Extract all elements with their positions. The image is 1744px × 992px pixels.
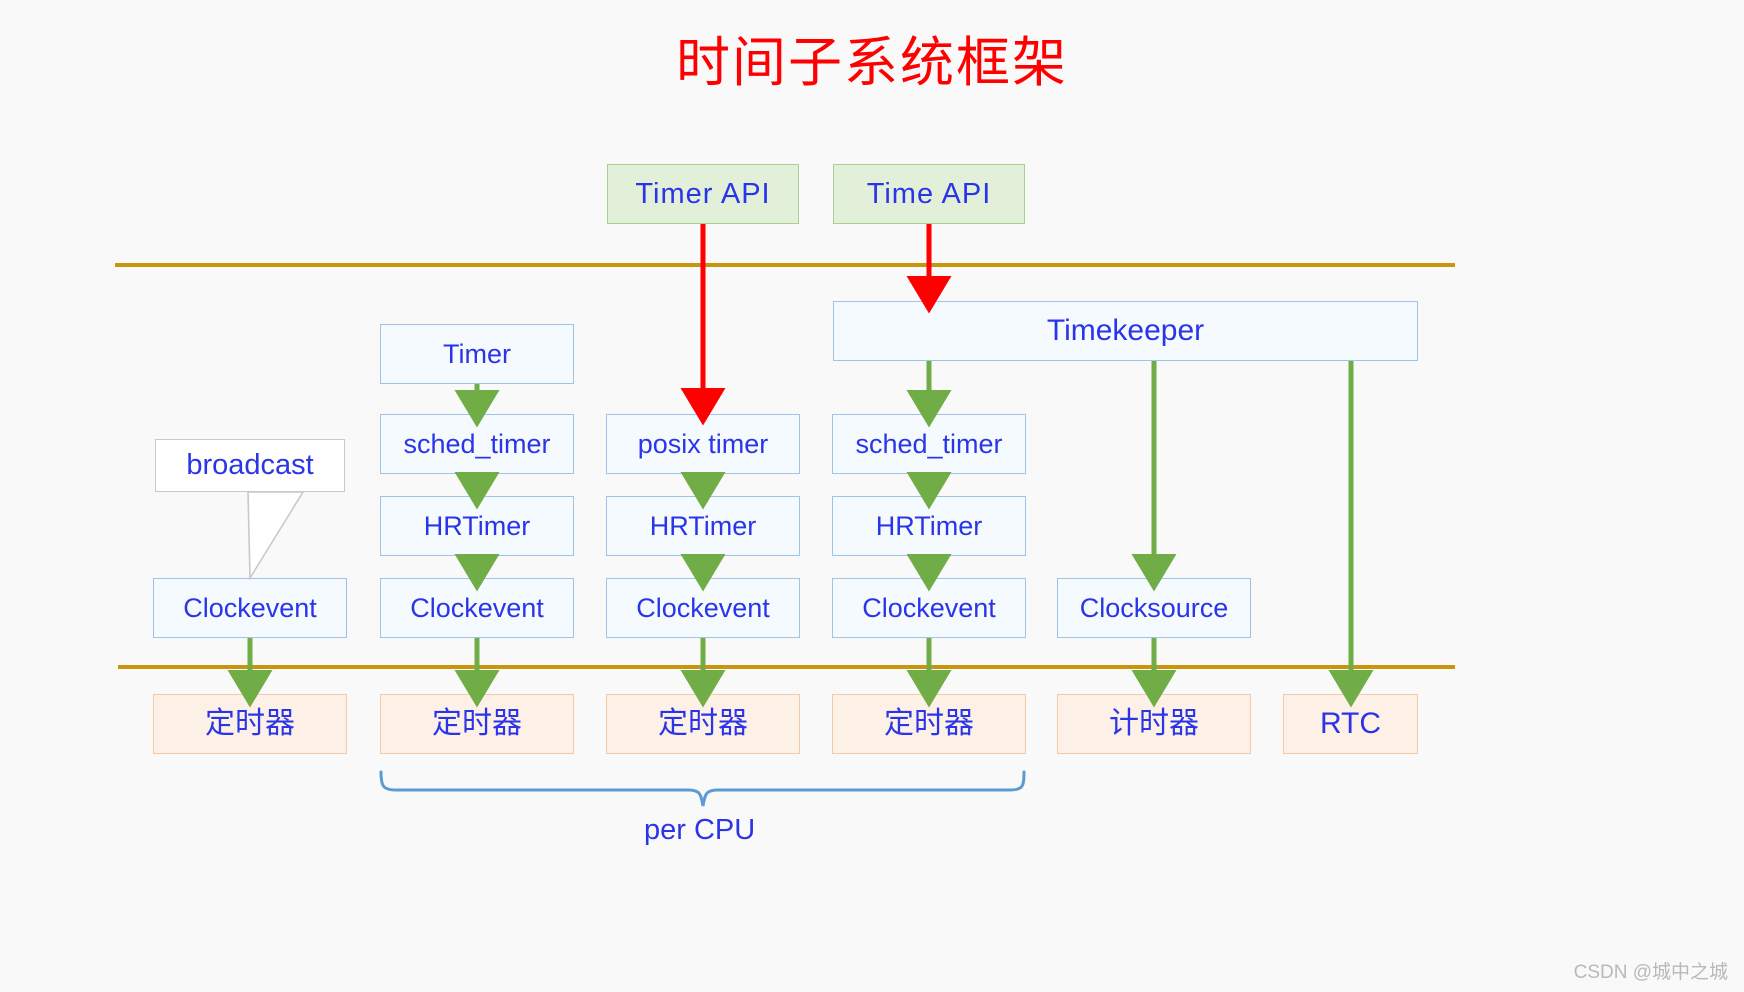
hw-node-3[interactable]: 定时器 [832, 694, 1026, 754]
node-clockevent-broadcast[interactable]: Clockevent [153, 578, 347, 638]
node-clockevent-2[interactable]: Clockevent [606, 578, 800, 638]
hw-node-2[interactable]: 定时器 [606, 694, 800, 754]
node-hrtimer-3[interactable]: HRTimer [832, 496, 1026, 556]
node-timer-api[interactable]: Timer API [607, 164, 799, 224]
separator-line-bottom [118, 665, 1455, 669]
node-time-api[interactable]: Time API [833, 164, 1025, 224]
node-hrtimer-2[interactable]: HRTimer [606, 496, 800, 556]
node-posix-timer[interactable]: posix timer [606, 414, 800, 474]
hw-node-0[interactable]: 定时器 [153, 694, 347, 754]
node-clockevent-3[interactable]: Clockevent [832, 578, 1026, 638]
hw-node-4[interactable]: 计时器 [1057, 694, 1251, 754]
node-timekeeper[interactable]: Timekeeper [833, 301, 1418, 361]
hw-node-1[interactable]: 定时器 [380, 694, 574, 754]
node-clocksource[interactable]: Clocksource [1057, 578, 1251, 638]
node-timer[interactable]: Timer [380, 324, 574, 384]
watermark: CSDN @城中之城 [1573, 962, 1728, 983]
page-title: 时间子系统框架 [676, 33, 1068, 93]
node-clockevent-1[interactable]: Clockevent [380, 578, 574, 638]
per-cpu-brace [379, 770, 1026, 807]
node-hrtimer-1[interactable]: HRTimer [380, 496, 574, 556]
per-cpu-label: per CPU [644, 814, 756, 846]
callout-broadcast: broadcast [155, 439, 345, 492]
node-sched-timer-1[interactable]: sched_timer [380, 414, 574, 474]
hw-node-5[interactable]: RTC [1283, 694, 1418, 754]
callout-tail [247, 491, 305, 581]
node-sched-timer-2[interactable]: sched_timer [832, 414, 1026, 474]
separator-line-top [115, 263, 1455, 267]
